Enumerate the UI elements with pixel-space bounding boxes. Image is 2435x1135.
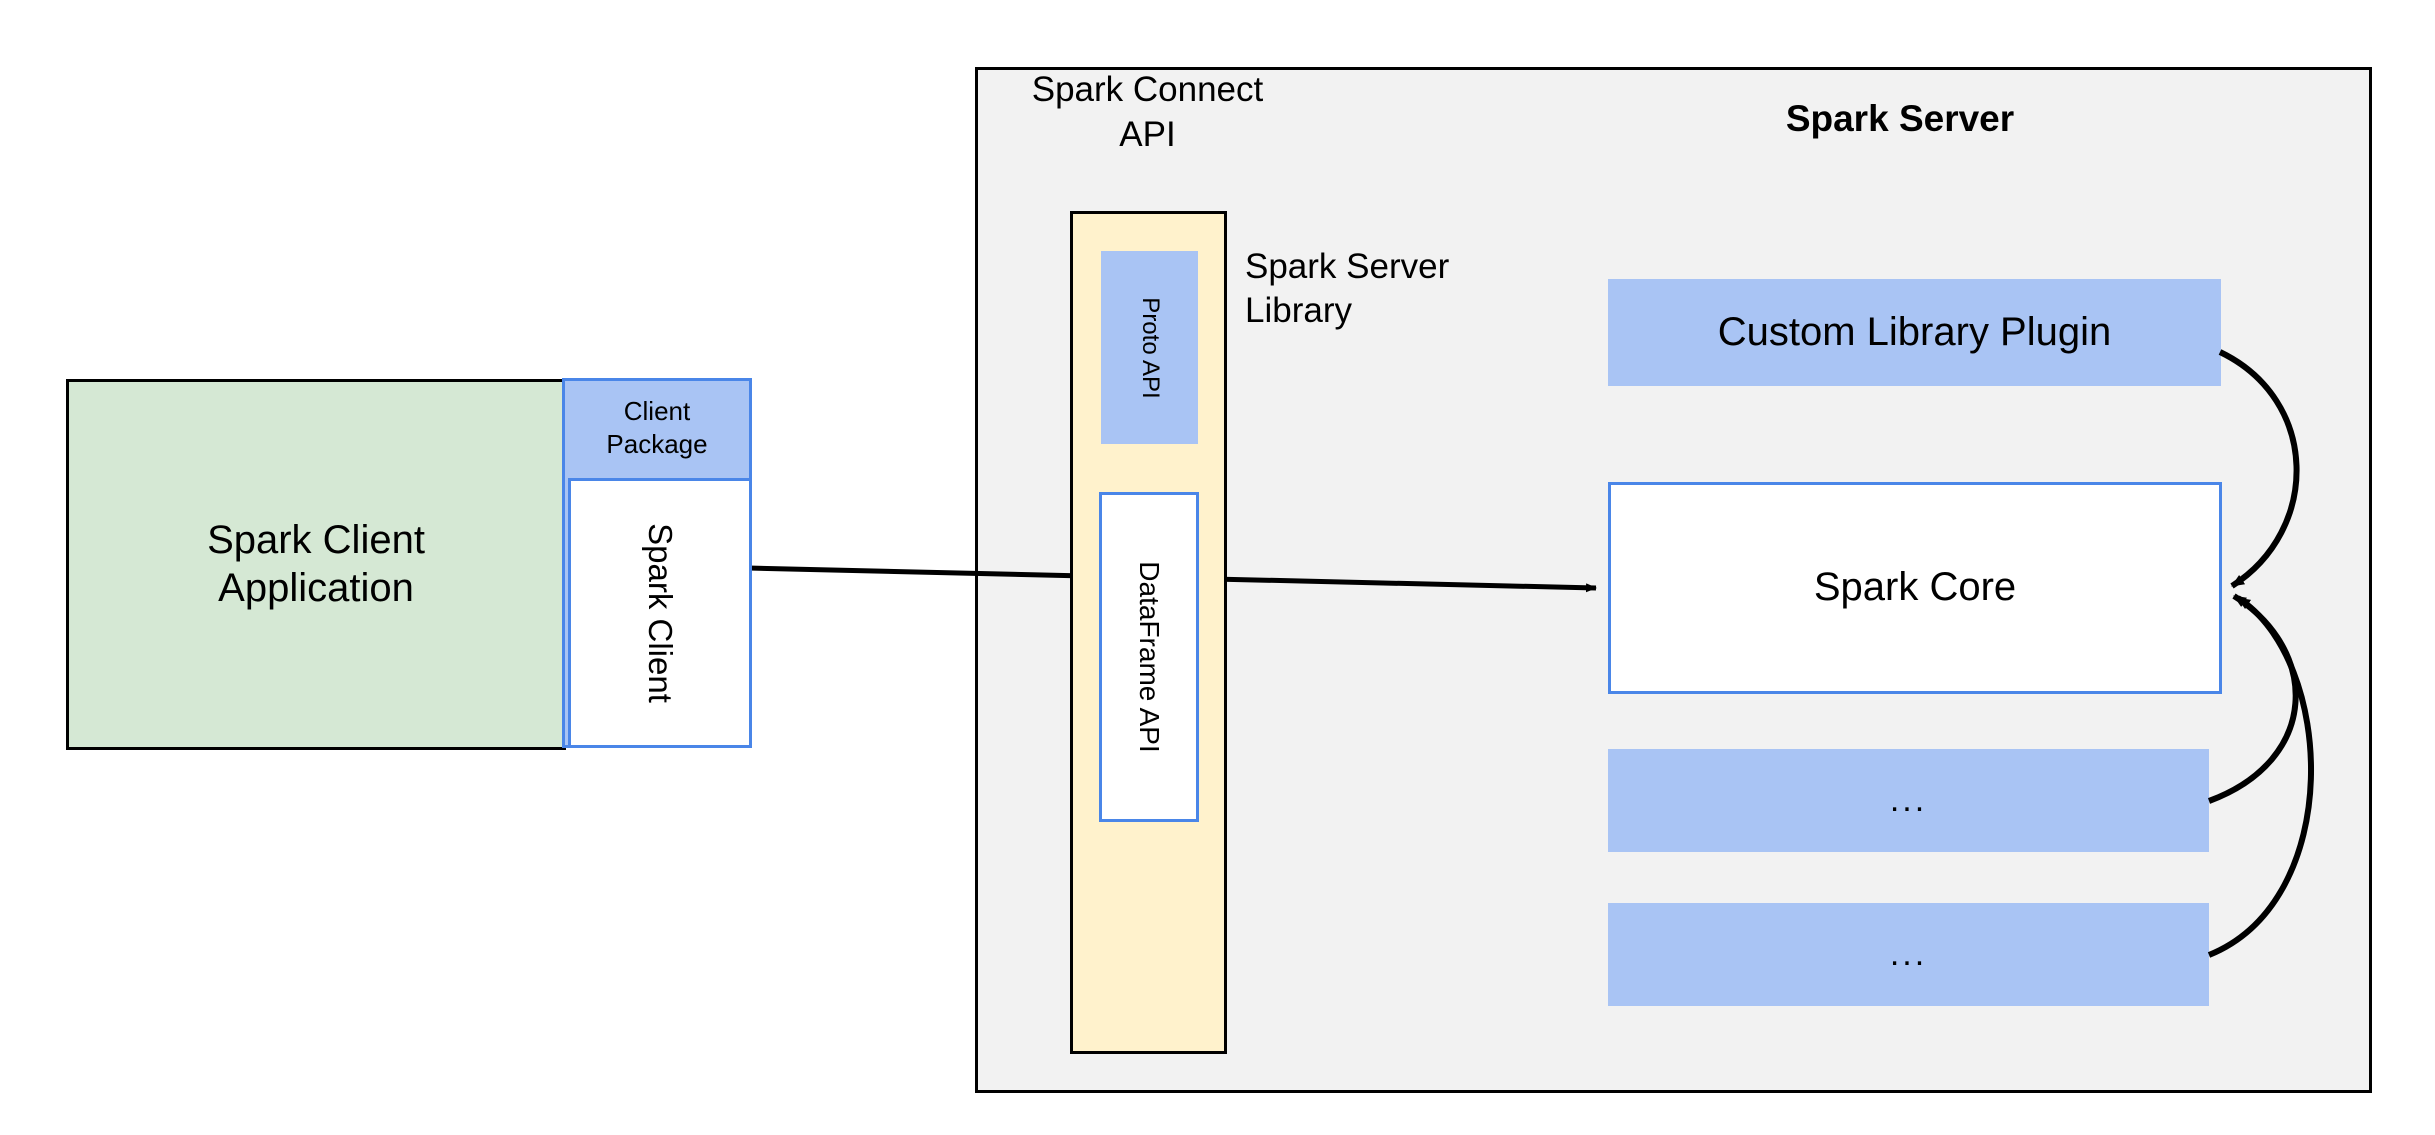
proto-api-label: Proto API (1136, 296, 1164, 399)
package-label-line1: Client (623, 396, 691, 426)
spark-server-title: Spark Server (1785, 98, 2015, 139)
custom-library-plugin-label: Custom Library Plugin (1717, 309, 2112, 354)
server-component-ellipsis-1: ... (1608, 749, 2209, 852)
dataframe-api-box: DataFrame API (1099, 492, 1199, 822)
app-label-line2: Application (218, 565, 414, 610)
spark-client-application-box: Spark Client Application (66, 379, 566, 750)
server-component-ellipsis-2: ... (1608, 903, 2209, 1006)
spark-client-box: Spark Client (568, 478, 752, 748)
connect-api-label-line1: Spark Connect (1031, 70, 1264, 109)
client-package-label: Client Package (565, 395, 749, 460)
proto-api-box: Proto API (1101, 251, 1198, 444)
spark-client-label: Spark Client (642, 523, 679, 703)
ellipsis-1-label: ... (1889, 781, 1928, 820)
spark-core-label: Spark Core (1813, 565, 2017, 610)
connect-api-label-line2: API (1119, 114, 1176, 154)
spark-server-library-label: Spark Server Library (1245, 245, 1545, 333)
spark-connect-api-container: Proto API DataFrame API (1070, 211, 1227, 1054)
spark-core-box: Spark Core (1608, 482, 2222, 694)
server-library-label-line2: Library (1245, 290, 1352, 330)
spark-client-application-label: Spark Client Application (207, 517, 425, 611)
custom-library-plugin-box: Custom Library Plugin (1608, 279, 2221, 386)
spark-connect-api-label: Spark Connect API (1005, 68, 1290, 158)
app-label-line1: Spark Client (207, 518, 425, 563)
package-label-line2: Package (606, 428, 708, 459)
ellipsis-2-label: ... (1889, 935, 1928, 974)
server-library-label-line1: Spark Server (1245, 247, 1450, 286)
dataframe-api-label: DataFrame API (1134, 561, 1165, 753)
client-package-box: Client Package Spark Client (562, 378, 752, 748)
